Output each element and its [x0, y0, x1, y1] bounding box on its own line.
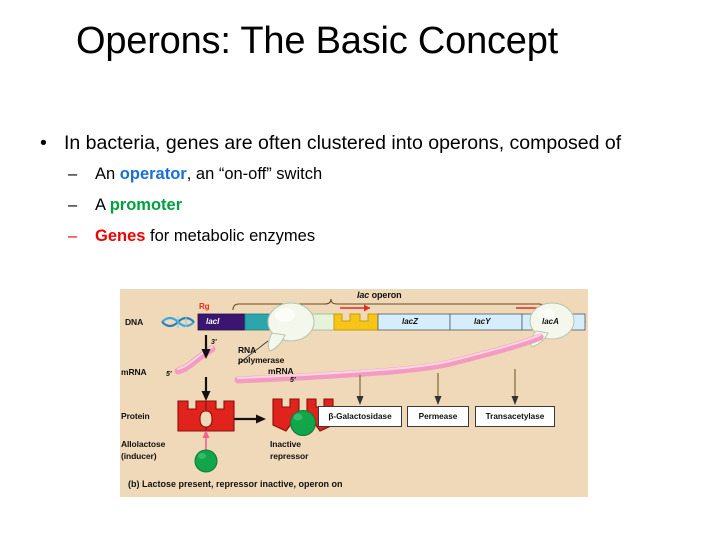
arrow-dna-to-mrna [201, 335, 211, 359]
gene-label-lacY: lacY [474, 317, 491, 326]
enzyme-box-beta-galactosidase: β-Galactosidase [318, 406, 402, 427]
arrow-mrna-to-protein [201, 377, 211, 401]
gene-label-lacZ: lacZ [402, 317, 419, 326]
rna-polymerase-label-line2: polymerase [238, 355, 285, 365]
transcription-arrow-left [340, 304, 370, 312]
enzyme-box-permease: Permease [407, 406, 469, 427]
sub-bullet-operator: – An operator, an “on-off” switch [64, 164, 684, 185]
sub-bullet-text-post: for metabolic enzymes [145, 227, 316, 245]
lac-operon-figure: lacI lacZ lacY lacA Rg lac operon DNA mR… [120, 289, 588, 497]
mrna-right-label: mRNA [268, 366, 294, 376]
row-label-mrna: mRNA [121, 367, 147, 377]
sub-bullet-marker: – [68, 196, 78, 214]
sub-bullet-text-pre: An [95, 165, 120, 183]
keyword-genes: Genes [95, 227, 146, 245]
bullet-marker: • [40, 132, 47, 154]
rna-polymerase-label-line1: RNA [238, 345, 257, 355]
lac-operon-bracket [232, 298, 546, 311]
arrow-to-transacetylase [511, 369, 519, 405]
repressor-protein-active [177, 400, 235, 432]
inactive-repressor-label-line2: repressor [270, 451, 309, 461]
allolactose-molecule [194, 449, 218, 473]
bullet-main-text: In bacteria, genes are often clustered i… [64, 132, 622, 154]
arrow-to-permease [434, 373, 442, 405]
bullet-list: • In bacteria, genes are often clustered… [34, 131, 684, 257]
figure-inner: lacI lacZ lacY lacA Rg lac operon DNA mR… [120, 289, 588, 497]
arrow-to-beta-galactosidase [356, 375, 364, 405]
row-label-dna: DNA [125, 317, 144, 327]
sub-bullet-marker: – [68, 227, 78, 245]
keyword-promoter: promoter [109, 196, 183, 214]
sub-bullet-list: – An operator, an “on-off” switch – A pr… [34, 164, 684, 247]
gene-label-lacI: lacI [206, 317, 220, 326]
mrna-transcript-long [234, 333, 544, 384]
lac-operon-label-italic: lac [357, 290, 370, 300]
tick-5prime-right: 5′ [290, 377, 296, 384]
inactive-repressor-label-line1: Inactive [270, 439, 301, 449]
sub-bullet-marker: – [68, 165, 78, 183]
tick-5prime-left: 5′ [166, 371, 172, 378]
allolactose-label-line1: Allolactose [121, 439, 166, 449]
allolactose-label-line2: (inducer) [121, 451, 157, 461]
sub-bullet-promoter: – A promoter [64, 195, 684, 216]
sub-bullet-genes: – Genes for metabolic enzymes [64, 226, 684, 247]
bullet-main: • In bacteria, genes are often clustered… [34, 131, 684, 156]
row-label-protein: Protein [121, 411, 150, 421]
figure-caption: (b) Lactose present, repressor inactive,… [128, 479, 343, 489]
caption-band [120, 473, 588, 497]
rna-polymerase-leader-line [237, 340, 269, 365]
page-title: Operons: The Basic Concept [76, 20, 559, 62]
rna-polymerase-left [267, 302, 315, 352]
regulatory-gene-tag: Rg [199, 302, 210, 311]
gene-label-lacA: lacA [542, 317, 559, 326]
sub-bullet-text-post: , an “on-off” switch [186, 165, 323, 183]
dna-segment-boxes [197, 313, 586, 331]
dna-helix-left [161, 316, 195, 328]
lac-operon-label: lac operon [357, 290, 402, 300]
figure-graphics [120, 298, 588, 497]
tick-3prime-left: 3′ [211, 339, 217, 346]
sub-bullet-text-pre: A [95, 196, 110, 214]
lac-operon-label-rest: operon [369, 290, 402, 300]
keyword-operator: operator [119, 165, 187, 183]
arrow-repressor-to-inactive [230, 414, 266, 424]
enzyme-box-transacetylase: Transacetylase [475, 406, 555, 427]
